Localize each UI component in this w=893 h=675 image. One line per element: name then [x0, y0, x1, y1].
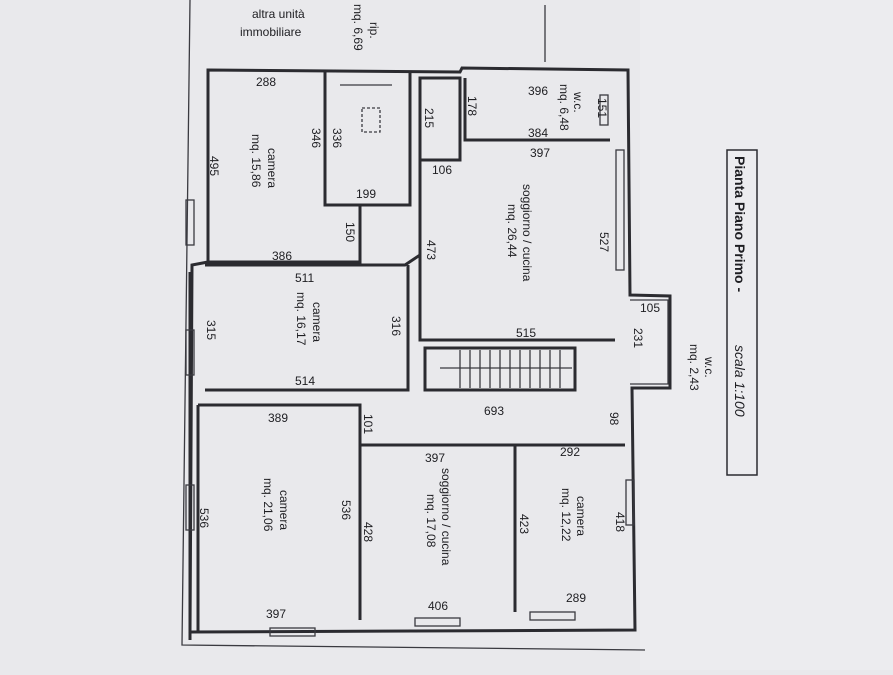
room-camera3-name: camera: [277, 490, 291, 530]
dim-105: 105: [640, 301, 660, 315]
room-soggiorno1-name: soggiorno / cucina: [520, 184, 534, 282]
room-rip-area: mq. 6,69: [351, 4, 365, 51]
staircase: [440, 350, 572, 388]
dim-536a: 536: [197, 508, 211, 528]
room-wc-right-area: mq. 2,43: [687, 344, 701, 391]
dim-693: 693: [484, 404, 504, 418]
dim-495: 495: [207, 156, 221, 176]
room-wc-right-name: w.c.: [702, 356, 716, 378]
dim-389: 389: [268, 411, 288, 425]
dim-406: 406: [428, 599, 448, 613]
rip-marker: [361, 107, 381, 133]
dim-423: 423: [517, 514, 531, 534]
title-scale: scala 1:100: [732, 345, 748, 417]
outer-wall: [188, 66, 672, 634]
dim-473: 473: [424, 240, 438, 260]
dim-515: 515: [516, 326, 536, 340]
dim-98: 98: [607, 412, 621, 426]
dim-106: 106: [432, 163, 452, 177]
room-wc-top-area: mq. 6,48: [557, 84, 571, 131]
dim-514: 514: [295, 374, 315, 388]
dim-288: 288: [256, 75, 276, 89]
dim-396: 396: [528, 84, 548, 98]
room-camera1-area: mq. 15,86: [249, 134, 263, 188]
dim-178: 178: [465, 96, 479, 116]
outside-label-line1: altra unità: [252, 7, 305, 21]
room-camera1-name: camera: [265, 148, 279, 188]
dim-397b: 397: [266, 607, 286, 621]
room-rip-name: rip.: [367, 22, 381, 39]
outside-label-line2: immobiliare: [240, 25, 302, 39]
room-soggiorno2-area: mq. 17,08: [424, 494, 438, 548]
windows: [185, 94, 635, 637]
dim-397a: 397: [530, 146, 550, 160]
dim-418: 418: [613, 512, 627, 532]
dimension-labels: 288 386 199 106 396 384 397 515 105 511 …: [256, 75, 660, 621]
dim-384: 384: [528, 126, 548, 140]
title-main: Pianta Piano Primo -: [732, 156, 748, 292]
dim-386: 386: [272, 249, 292, 263]
dim-151: 151: [595, 98, 609, 118]
room-camera2-area: mq. 16,17: [294, 292, 308, 346]
dim-199: 199: [356, 187, 376, 201]
room-camera4-name: camera: [574, 496, 588, 536]
dim-315: 315: [204, 320, 218, 340]
dim-316: 316: [389, 316, 403, 336]
room-wc-top-name: w.c.: [571, 91, 585, 113]
property-line: [181, 0, 646, 651]
interior-walls: [196, 72, 669, 632]
room-soggiorno2-name: soggiorno / cucina: [439, 468, 453, 566]
dimension-labels-vertical: 346 495 336 150 215 178 151 527 473 231 …: [197, 96, 645, 542]
room-soggiorno1-area: mq. 26,44: [505, 204, 519, 258]
paper-margin: [640, 0, 893, 670]
room-camera2-name: camera: [310, 302, 324, 342]
title-box: [726, 149, 758, 476]
dim-428: 428: [361, 522, 375, 542]
room-camera3-area: mq. 21,06: [261, 478, 275, 532]
dim-336: 336: [330, 128, 344, 148]
dim-215: 215: [422, 108, 436, 128]
dim-346: 346: [309, 128, 323, 148]
dim-231: 231: [631, 328, 645, 348]
dim-511: 511: [295, 271, 314, 285]
dim-289: 289: [566, 591, 586, 605]
room-camera4-area: mq. 12,22: [559, 488, 573, 542]
dim-397c: 397: [425, 451, 445, 465]
dim-101: 101: [361, 414, 375, 434]
dim-150: 150: [343, 222, 357, 242]
dim-536b: 536: [339, 500, 353, 520]
dim-292: 292: [560, 445, 580, 459]
dim-527: 527: [597, 232, 611, 252]
